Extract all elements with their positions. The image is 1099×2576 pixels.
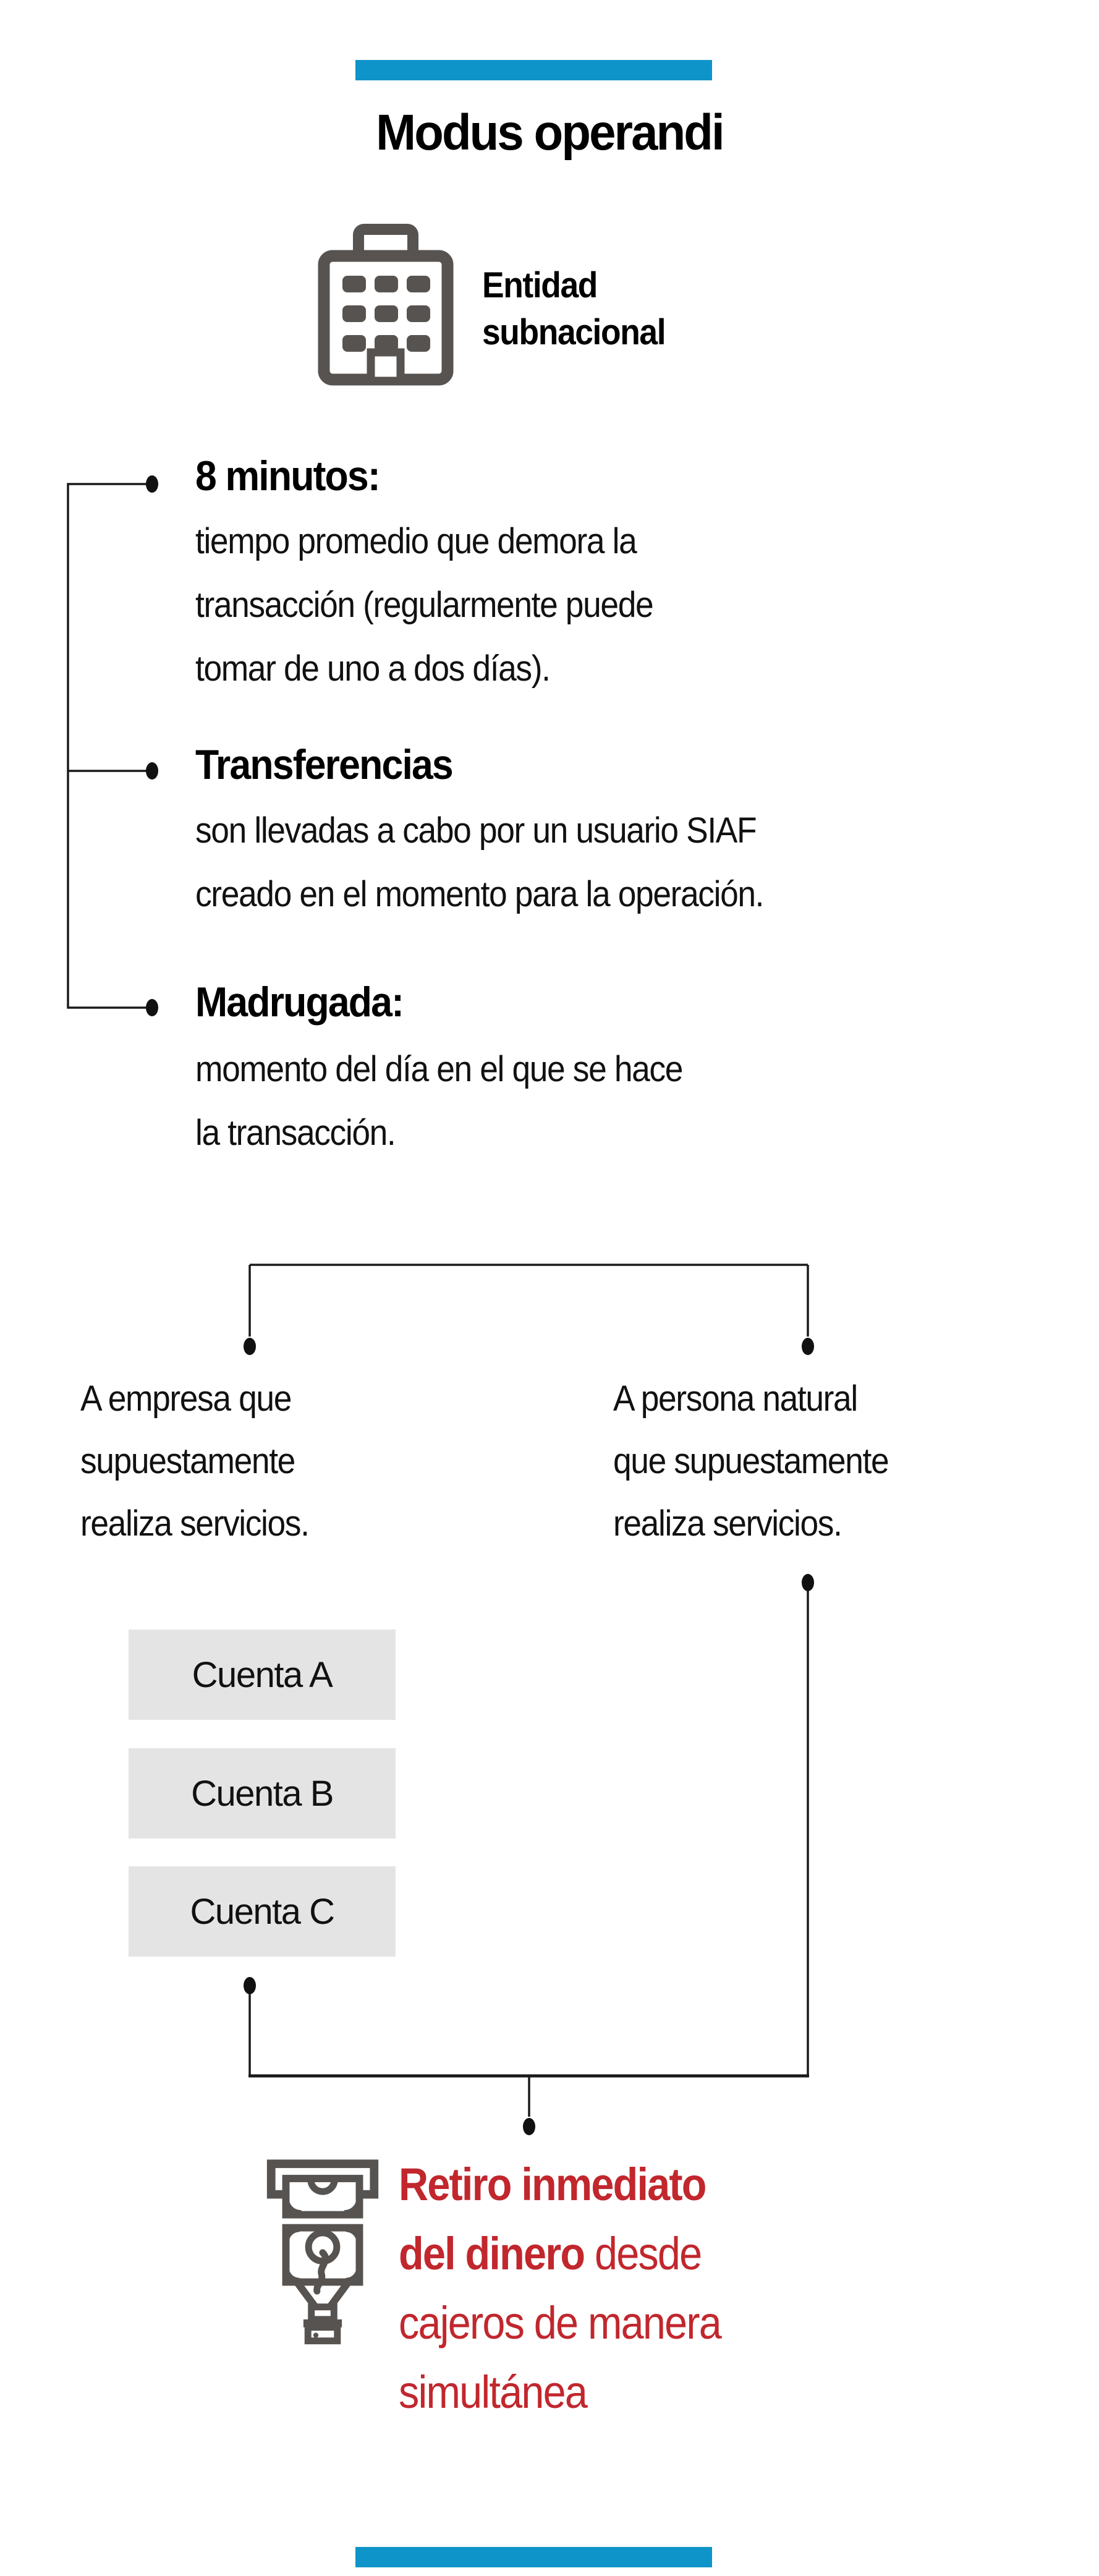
- account-label: Cuenta B: [191, 1773, 334, 1814]
- building-icon: [318, 224, 454, 386]
- atm-cash-withdrawal-icon: [262, 2159, 383, 2345]
- bullet-heading-madrugada: Madrugada:: [195, 979, 404, 1026]
- entity-label: Entidad subnacional: [482, 265, 666, 352]
- bullet-body-8-minutos: tiempo promedio que demora la transacció…: [195, 521, 654, 689]
- bullet-heading-transferencias: Transferencias: [195, 741, 454, 788]
- top-accent-bar: [355, 60, 712, 80]
- bottom-accent-bar: [355, 2547, 712, 2567]
- account-box: Cuenta A: [129, 1630, 396, 1720]
- infographic-title: Modus operandi: [376, 104, 725, 161]
- account-box: Cuenta C: [129, 1866, 396, 1957]
- account-box: Cuenta B: [129, 1748, 396, 1838]
- outcome-regular-text: desde cajeros de manera simultánea: [399, 2228, 722, 2418]
- account-label: Cuenta C: [190, 1891, 335, 1932]
- bullet-body-transferencias: son llevadas a cabo por un usuario SIAF …: [195, 810, 765, 914]
- branch-label-left: A empresa que supuestamente realiza serv…: [80, 1379, 310, 1544]
- bullet-heading-8-minutos: 8 minutos:: [195, 453, 381, 499]
- outcome-bold-text: Retiro inmediato del dinero: [399, 2159, 706, 2279]
- account-label: Cuenta A: [192, 1654, 333, 1695]
- bullet-body-madrugada: momento del día en el que se hace la tra…: [195, 1049, 683, 1153]
- branch-label-right: A persona natural que supuestamente real…: [613, 1379, 889, 1544]
- outcome-text: Retiro inmediato del dinero desde cajero…: [399, 2150, 722, 2427]
